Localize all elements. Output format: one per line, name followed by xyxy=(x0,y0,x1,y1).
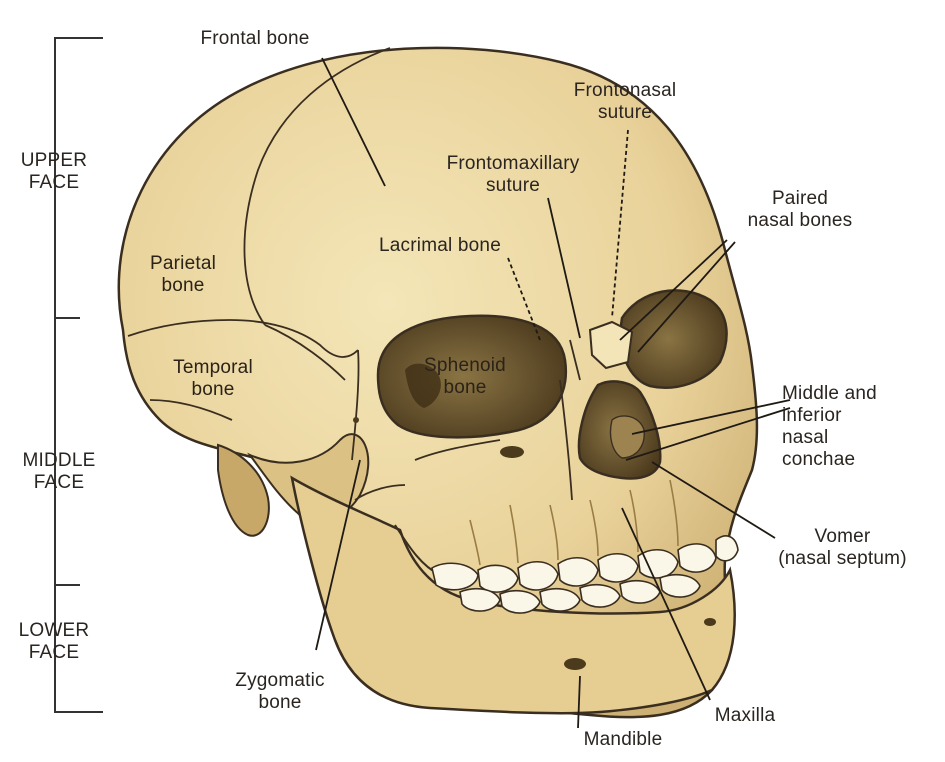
mandible-label: Mandible xyxy=(558,729,688,751)
face-region-bracket xyxy=(55,38,103,712)
vomer-label: Vomer (nasal septum) xyxy=(745,526,940,570)
zygomatic-foramen xyxy=(353,417,359,423)
sphenoid-bone-label: Sphenoid bone xyxy=(405,355,525,399)
frontal-bone-label: Frontal bone xyxy=(170,28,340,50)
zygomatic-bone-label: Zygomatic bone xyxy=(210,670,350,714)
infraorbital-foramen xyxy=(500,446,524,458)
lower-face-label: LOWER FACE xyxy=(14,620,94,664)
upper-face-label: UPPER FACE xyxy=(14,150,94,194)
maxilla-label: Maxilla xyxy=(690,705,800,727)
mandible-foramen xyxy=(704,618,716,626)
lacrimal-bone-label: Lacrimal bone xyxy=(345,235,535,257)
mental-foramen xyxy=(564,658,586,670)
frontonasal-suture-label: Frontonasal suture xyxy=(545,80,705,124)
frontomaxillary-suture-label: Frontomaxillary suture xyxy=(408,153,618,197)
paired-nasal-bones-label: Paired nasal bones xyxy=(720,188,880,232)
right-orbit xyxy=(621,290,727,387)
parietal-bone-label: Parietal bone xyxy=(128,253,238,297)
middle-face-label: MIDDLE FACE xyxy=(14,450,104,494)
conchae-label: Middle and inferior nasal conchae xyxy=(782,383,942,471)
temporal-bone-label: Temporal bone xyxy=(148,357,278,401)
